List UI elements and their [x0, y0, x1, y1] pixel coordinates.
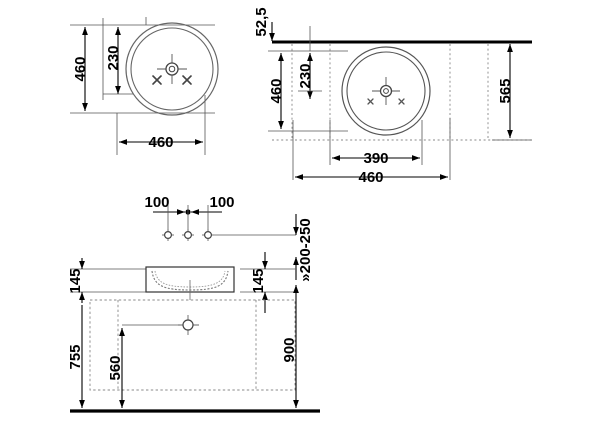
view-top-right-countertop-plan: 52,5 460 230 — [253, 7, 532, 186]
dim-label-b-100-left: 100 — [144, 194, 169, 211]
dim-b-145-right: 145 — [250, 252, 268, 313]
dim-tr-52-5: 52,5 — [253, 7, 275, 41]
basin-outer-rim-circle — [125, 22, 219, 116]
dim-tl-460-vertical: 460 — [72, 27, 89, 111]
dim-label-b-755: 755 — [67, 344, 84, 369]
countertop-basin-inner-circle — [346, 51, 426, 131]
basin-inner-bowl-circle — [130, 27, 214, 111]
overflow-cross-marks — [152, 75, 192, 85]
tl-extension-lines — [70, 17, 215, 155]
tap-hole — [162, 229, 174, 241]
view-top-left-basin-plan: 460 230 — [70, 17, 219, 155]
tap-holes-group — [162, 229, 214, 241]
dim-b-100-left: 100 — [144, 194, 185, 215]
basin-elevation-profile — [145, 266, 235, 300]
dim-label-b-145-left: 145 — [67, 268, 84, 293]
dim-tr-230-vertical: 230 — [297, 53, 322, 99]
countertop-drain-symbol — [372, 77, 400, 105]
view-bottom-front-elevation: 100 100 — [67, 194, 320, 413]
dim-label-b-145-right: 145 — [250, 268, 267, 293]
dim-label-tr-565-vertical: 565 — [497, 78, 514, 103]
tap-hole — [202, 229, 214, 241]
dim-b-200-250: »200-250 — [293, 214, 314, 282]
dim-tl-230-vertical: 230 — [103, 27, 133, 95]
dim-label-tl-230-vertical: 230 — [105, 45, 122, 70]
dim-tr-390-horizontal: 390 — [332, 150, 420, 167]
tap-hole — [182, 229, 194, 241]
b-reference-lines — [70, 268, 296, 293]
dim-label-b-200-250: »200-250 — [297, 218, 314, 281]
dim-label-tr-230-vertical: 230 — [297, 63, 314, 88]
tr-extension-lines — [268, 26, 532, 180]
dim-b-900: 900 — [281, 285, 299, 408]
dim-label-tr-52-5: 52,5 — [253, 7, 270, 36]
dim-tr-565-vertical: 565 — [497, 44, 514, 138]
dim-b-560: 560 — [107, 328, 125, 408]
dim-b-100-right: 100 — [191, 194, 235, 215]
dim-label-tr-460-horizontal: 460 — [358, 169, 383, 186]
dim-tr-460-horizontal: 460 — [295, 169, 448, 186]
dim-label-tr-390-horizontal: 390 — [363, 150, 388, 167]
dim-label-tr-460-vertical: 460 — [268, 78, 285, 103]
dim-label-tl-460-vertical: 460 — [72, 56, 89, 81]
dim-tr-460-vertical: 460 — [268, 53, 285, 129]
countertop-basin-outer-circle — [341, 46, 431, 136]
dim-tl-460-horizontal: 460 — [119, 134, 203, 151]
dim-label-tl-460-horizontal: 460 — [148, 134, 173, 151]
dim-b-145-left: 145 — [67, 258, 85, 303]
dim-b-755: 755 — [67, 305, 85, 408]
countertop-cross-marks — [367, 98, 405, 105]
dim-label-b-100-right: 100 — [209, 194, 234, 211]
dim-label-b-560: 560 — [107, 355, 124, 380]
drain-symbol — [157, 54, 187, 84]
waste-drain-symbol — [178, 315, 199, 335]
dim-label-b-900: 900 — [281, 337, 298, 362]
